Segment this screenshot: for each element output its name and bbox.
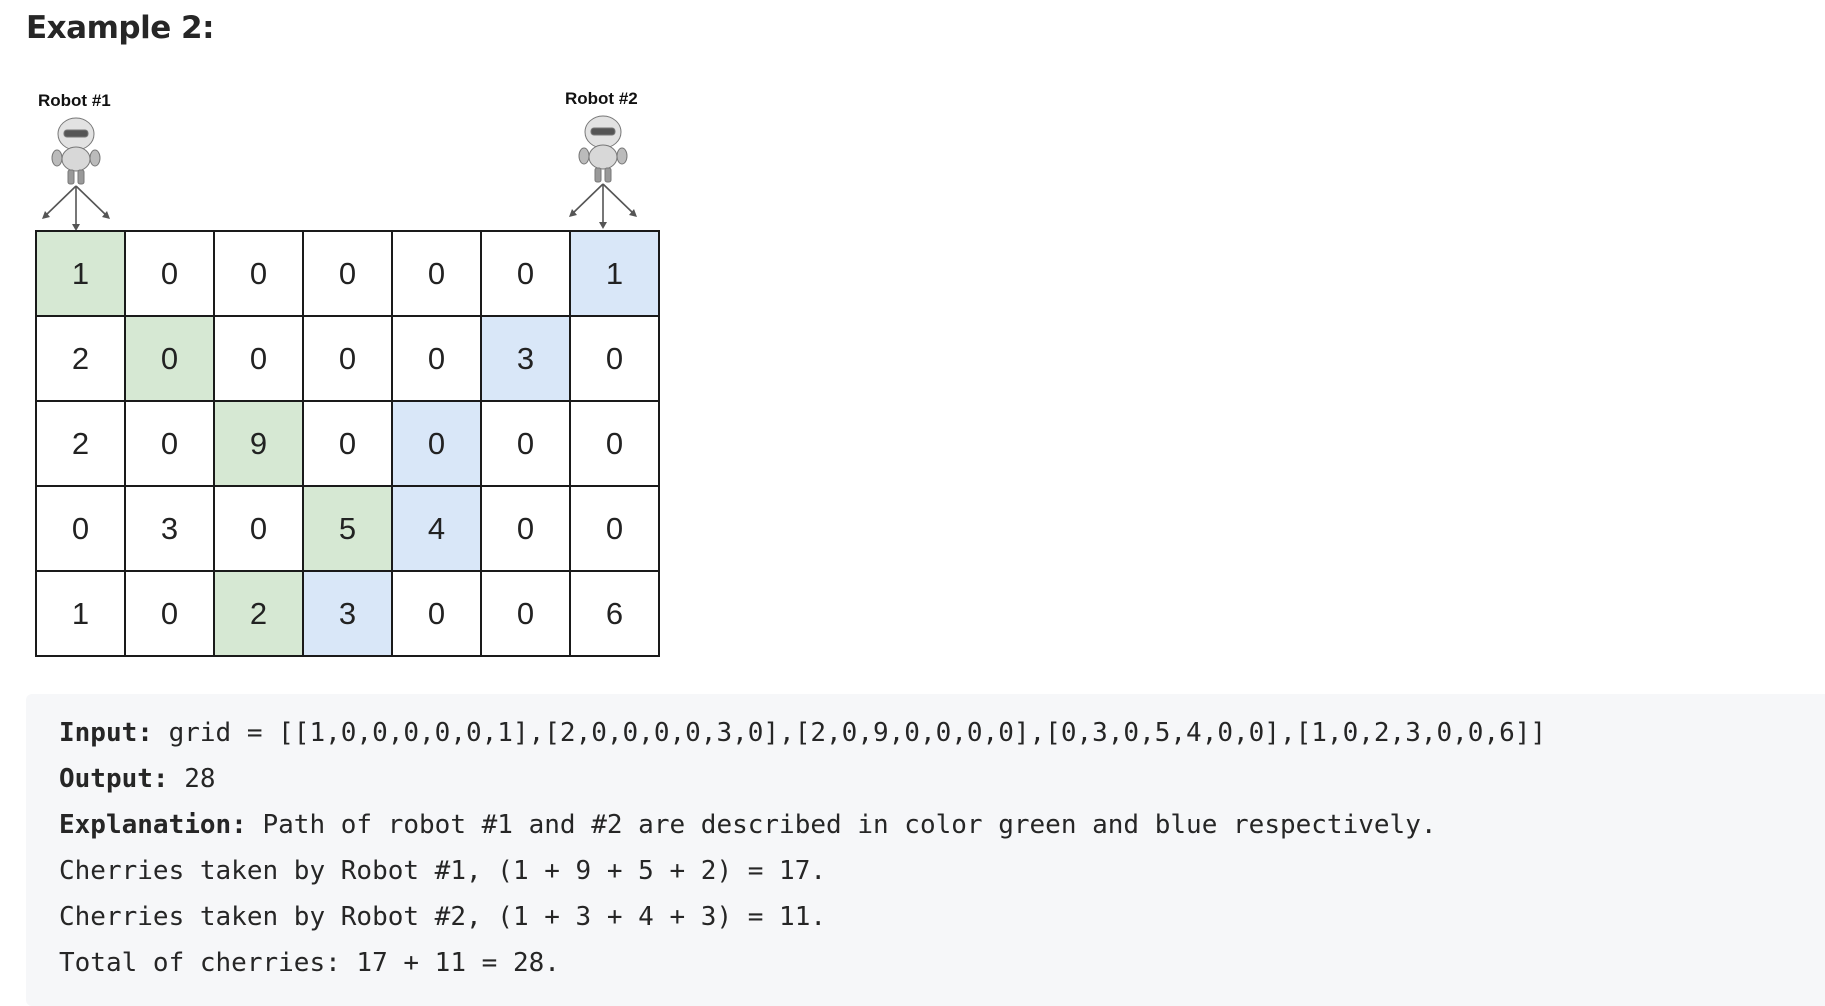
grid-cell: 3: [302, 570, 393, 657]
grid-cell: 4: [391, 485, 482, 572]
grid-cell: 3: [124, 485, 215, 572]
grid-cell: 3: [480, 315, 571, 402]
grid-cell: 5: [302, 485, 393, 572]
grid-cell: 0: [124, 315, 215, 402]
grid-cell: 0: [569, 315, 660, 402]
grid-cell: 0: [391, 230, 482, 317]
input-value: grid = [[1,0,0,0,0,0,1],[2,0,0,0,0,3,0],…: [168, 718, 1547, 748]
explanation-value: Path of robot #1 and #2 are described in…: [262, 810, 1437, 840]
grid-cell: 0: [391, 315, 482, 402]
grid-cell: 2: [35, 315, 126, 402]
explanation-line: Explanation: Path of robot #1 and #2 are…: [59, 810, 1437, 840]
robot-2-label: Robot #2: [565, 89, 638, 108]
grid-cell: 0: [480, 400, 571, 487]
explanation-label: Explanation:: [59, 810, 247, 840]
input-label: Input:: [59, 718, 153, 748]
example-heading: Example 2:: [26, 10, 215, 46]
grid-cell: 9: [213, 400, 304, 487]
grid-cell: 0: [569, 400, 660, 487]
total-cherries-line: Total of cherries: 17 + 11 = 28.: [59, 948, 560, 978]
grid-cell: 0: [124, 230, 215, 317]
grid-cell: 1: [35, 570, 126, 657]
grid-cell: 0: [213, 315, 304, 402]
grid-cell: 0: [391, 400, 482, 487]
grid-cell: 0: [213, 485, 304, 572]
grid-cell: 0: [480, 230, 571, 317]
output-value: 28: [184, 764, 216, 794]
grid-cell: 0: [124, 400, 215, 487]
grid-cell: 2: [35, 400, 126, 487]
robot-2-icon: [569, 115, 637, 229]
grid-cell: 2: [213, 570, 304, 657]
grid-cell: 0: [124, 570, 215, 657]
output-line: Output: 28: [59, 764, 216, 794]
grid-cell: 0: [480, 570, 571, 657]
robot-1-icon: [42, 117, 110, 231]
grid-cell: 1: [35, 230, 126, 317]
example-code-block: Input: grid = [[1,0,0,0,0,0,1],[2,0,0,0,…: [26, 694, 1825, 1006]
robot-1-label: Robot #1: [38, 91, 111, 110]
grid-cell: 0: [391, 570, 482, 657]
grid-cell: 0: [480, 485, 571, 572]
robot-2-cherries-line: Cherries taken by Robot #2, (1 + 3 + 4 +…: [59, 902, 827, 932]
grid-cell: 0: [302, 230, 393, 317]
grid-cell: 0: [213, 230, 304, 317]
grid-cell: 0: [569, 485, 660, 572]
cherry-pickup-figure: Robot #1 Robot #2: [0, 0, 700, 670]
grid-cell: 0: [302, 400, 393, 487]
grid-cell: 0: [35, 485, 126, 572]
robot-1-cherries-line: Cherries taken by Robot #1, (1 + 9 + 5 +…: [59, 856, 827, 886]
grid-cell: 0: [302, 315, 393, 402]
input-line: Input: grid = [[1,0,0,0,0,0,1],[2,0,0,0,…: [59, 718, 1546, 748]
output-label: Output:: [59, 764, 169, 794]
grid-cell: 6: [569, 570, 660, 657]
grid-cell: 1: [569, 230, 660, 317]
